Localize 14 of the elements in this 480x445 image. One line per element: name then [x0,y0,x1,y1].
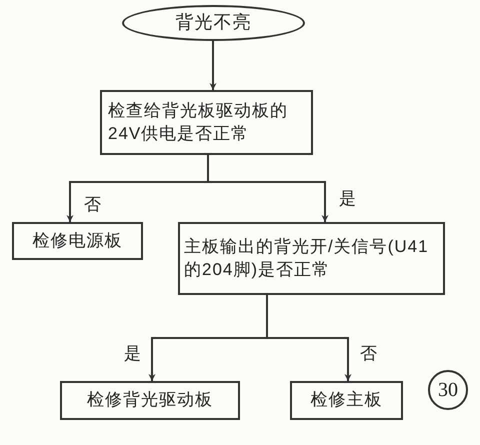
figure-number: 30 [428,370,468,410]
arrow [266,295,352,381]
edge-label: 否 [360,345,377,362]
process-box: 主板输出的背光开/关信号(U41的204脚)是否正常 [178,222,445,295]
edge-label: 是 [124,345,141,362]
arrow [207,155,328,222]
edge-label: 否 [84,196,101,213]
process-box: 检修背光驱动板 [60,381,240,420]
edge-label: 是 [339,190,356,207]
process-box: 检查给背光板驱动板的24V供电是否正常 [100,90,313,155]
process-box: 检修电源板 [12,222,143,260]
arrow [210,41,216,90]
process-box: 检修主板 [290,381,403,420]
start-ellipse: 背光不亮 [122,5,305,41]
